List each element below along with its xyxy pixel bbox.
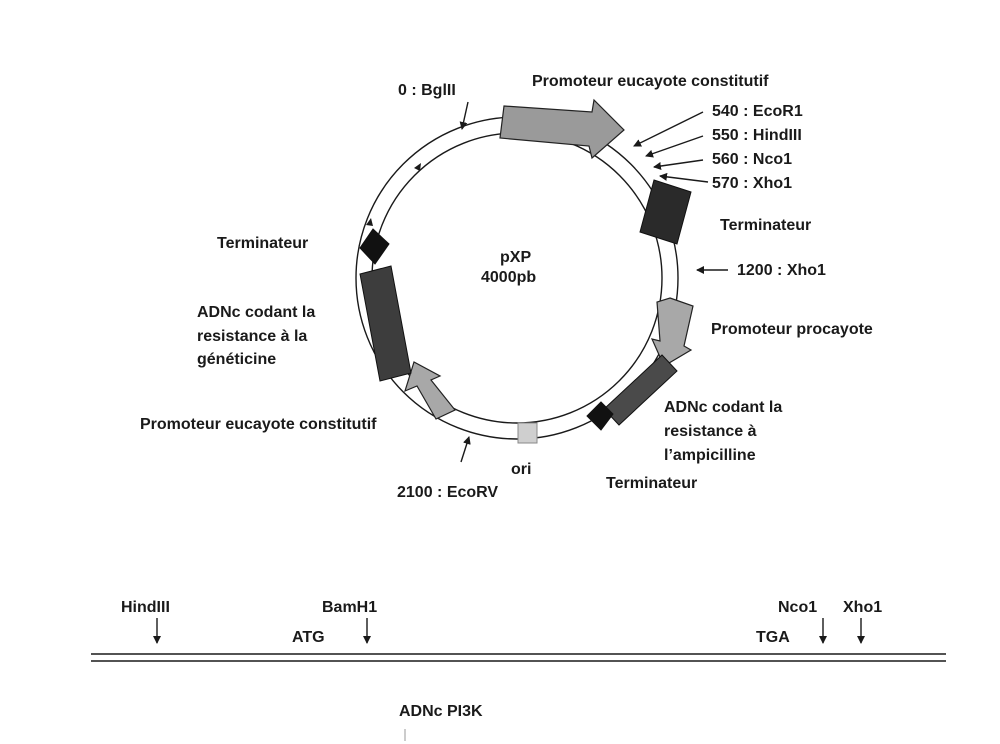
- promoter-euc-left-arrow: [404, 361, 456, 420]
- feature-label-ori: ori: [511, 461, 531, 478]
- insert-label-tga: TGA: [756, 629, 790, 646]
- plasmid-size: 4000pb: [481, 269, 536, 286]
- pointer-xho1-570: [659, 172, 709, 183]
- feature-label-adnc-gen-1: ADNc codant la: [197, 304, 315, 321]
- insert-label-hindIII: HindIII: [121, 599, 170, 616]
- site-label-hindIII: 550 : HindIII: [712, 127, 802, 144]
- insert-label-atg: ATG: [292, 629, 325, 646]
- feature-label-terminateur-bottom: Terminateur: [606, 475, 697, 492]
- site-label-bglII: 0 : BglII: [398, 82, 456, 99]
- amp-resistance-block: [603, 354, 678, 426]
- insert-label-bamH1: BamH1: [322, 599, 377, 616]
- feature-label-promoteur-procaryote: Promoteur procayote: [711, 321, 873, 338]
- feature-label-adnc-gen-2: resistance à la: [197, 328, 307, 345]
- pointer-nco1: [653, 159, 704, 170]
- site-label-ecoR1: 540 : EcoR1: [712, 103, 803, 120]
- pointer-ecoR1: [633, 111, 704, 147]
- feature-label-adnc-amp-1: ADNc codant la: [664, 399, 782, 416]
- feature-label-promoteur-euc-top: Promoteur eucayote constitutif: [532, 73, 769, 90]
- insert-label-nco1: Nco1: [778, 599, 817, 616]
- ori-block: [517, 422, 538, 444]
- terminator-left-diamond: [359, 228, 390, 265]
- promoter-euc-top-arrow: [499, 98, 625, 160]
- pointer-ecoRV: [460, 436, 471, 463]
- terminator-right-block: [639, 179, 692, 245]
- pointer-hindIII: [645, 135, 704, 158]
- feature-label-promoteur-euc-left: Promoteur eucayote constitutif: [140, 416, 377, 433]
- direction-tick-icon: [366, 218, 373, 226]
- geneticin-resistance-block: [359, 265, 412, 382]
- feature-label-adnc-amp-3: l’ampicilline: [664, 447, 756, 464]
- feature-label-terminateur-left: Terminateur: [217, 235, 308, 252]
- insert-title: ADNc PI3K: [399, 703, 483, 720]
- direction-tick-icon: [414, 163, 421, 171]
- feature-label-adnc-gen-3: généticine: [197, 351, 276, 368]
- plasmid-name: pXP: [500, 249, 531, 266]
- terminator-bottom-diamond: [586, 401, 614, 431]
- insert-label-xho1: Xho1: [843, 599, 882, 616]
- site-label-xho1-1200: 1200 : Xho1: [737, 262, 826, 279]
- feature-label-terminateur-right: Terminateur: [720, 217, 811, 234]
- site-label-nco1: 560 : Nco1: [712, 151, 792, 168]
- feature-label-adnc-amp-2: resistance à: [664, 423, 757, 440]
- site-label-xho1-570: 570 : Xho1: [712, 175, 792, 192]
- pointer-bglII: [459, 101, 469, 130]
- site-label-ecoRV: 2100 : EcoRV: [397, 484, 498, 501]
